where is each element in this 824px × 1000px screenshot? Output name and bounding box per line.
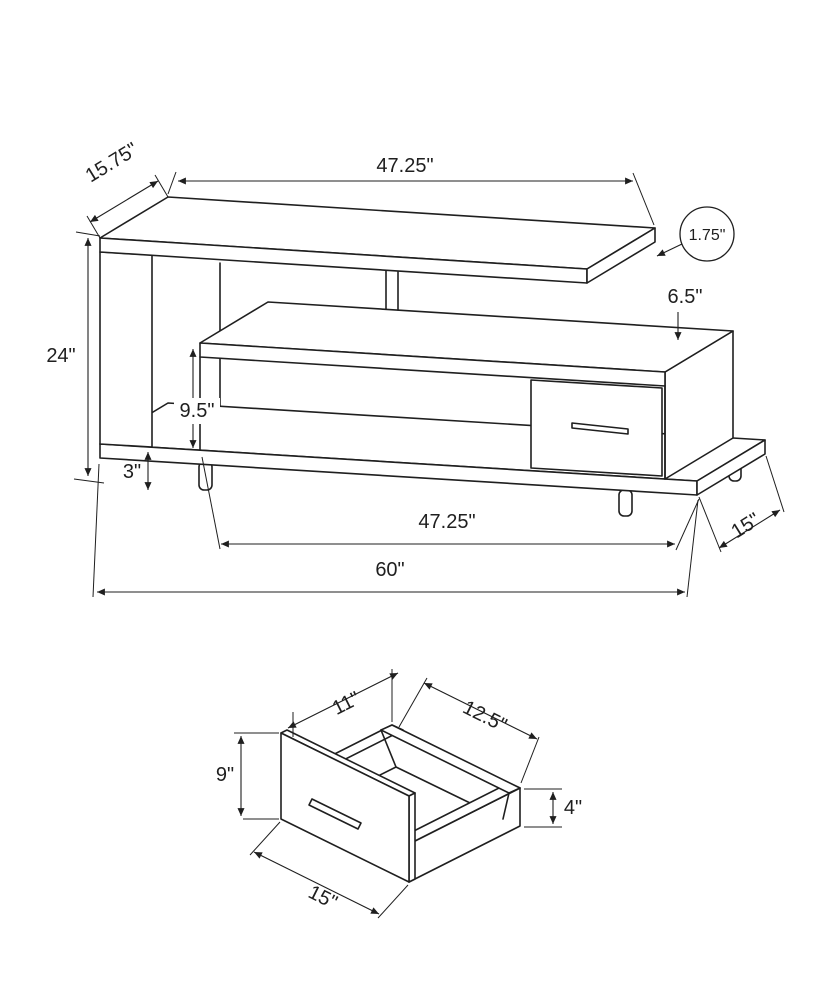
left-panel-front-face bbox=[99, 251, 153, 448]
drawer-front-outer-face bbox=[280, 732, 410, 883]
dim-label-base-depth: 15" bbox=[728, 509, 765, 543]
dim-opening-height: 9.5" bbox=[174, 348, 220, 449]
leg-front-right bbox=[618, 489, 633, 517]
lower-cabinet bbox=[199, 301, 734, 480]
dim-label-leg-height: 3" bbox=[123, 461, 141, 483]
dim-label-shelf-thickness: 1.75" bbox=[689, 227, 726, 244]
dim-label-shelf-gap: 6.5" bbox=[668, 286, 703, 308]
dim-label-front-height: 9" bbox=[216, 764, 234, 786]
dim-side-height: 4" bbox=[524, 788, 582, 828]
dim-label-front-width: 15" bbox=[305, 881, 341, 914]
dim-inner-depth: 11" bbox=[287, 669, 399, 737]
dim-label-inner-width: 12.5" bbox=[459, 697, 510, 737]
dim-cabinet-length: 47.25" bbox=[201, 456, 700, 551]
base-right-face bbox=[696, 439, 766, 496]
dim-label-opening-height: 9.5" bbox=[180, 400, 215, 422]
back-left-inner-edge bbox=[380, 729, 397, 768]
drawer-handle bbox=[308, 798, 362, 830]
dim-label-shelf-length: 47.25" bbox=[376, 155, 433, 177]
callout-circle bbox=[679, 206, 735, 262]
drawer-drawing: 9" 11" 12.5" 4" 15" bbox=[216, 669, 582, 919]
dim-label-shelf-depth: 15.75" bbox=[82, 139, 142, 188]
dim-front-height: 9" bbox=[216, 732, 279, 820]
tv-stand-drawing: 15.75" 47.25" 1.75" 6.5" 24" bbox=[46, 139, 785, 598]
dim-label-side-height: 4" bbox=[564, 797, 582, 819]
dim-shelf-thickness: 1.75" bbox=[656, 206, 735, 262]
drawer-front bbox=[280, 729, 416, 883]
dim-shelf-gap: 6.5" bbox=[668, 286, 703, 341]
dim-leg-height: 3" bbox=[123, 451, 152, 491]
drawer-handle bbox=[571, 422, 629, 435]
drawer-front-edge-face bbox=[408, 792, 416, 883]
back-right-inner-edge bbox=[502, 792, 510, 820]
dim-label-total-length: 60" bbox=[375, 559, 404, 581]
shelf-right-face bbox=[586, 227, 656, 284]
top-shelf bbox=[99, 196, 656, 311]
dim-total-length: 60" bbox=[92, 463, 699, 598]
dim-label-total-height: 24" bbox=[46, 345, 75, 367]
dim-label-cabinet-length: 47.25" bbox=[418, 511, 475, 533]
dim-shelf-length: 47.25" bbox=[167, 155, 655, 226]
dim-total-height: 24" bbox=[46, 231, 105, 484]
